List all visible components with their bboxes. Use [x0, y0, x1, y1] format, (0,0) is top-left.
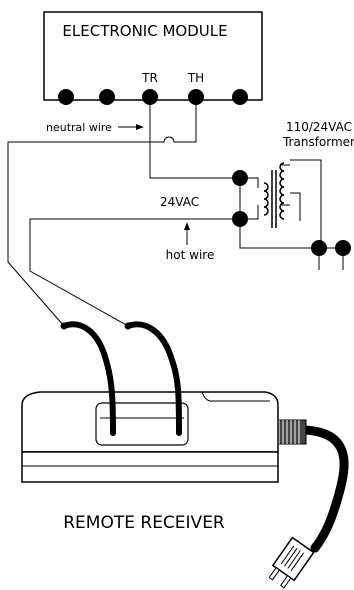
plug-grip-lines — [280, 545, 305, 572]
receiver-terminal-cover — [95, 402, 189, 446]
transformer-terminal-bottom — [232, 211, 248, 227]
transformer-label-line2: Transformer — [282, 135, 354, 149]
remote-receiver — [21, 391, 279, 483]
terminal-th-label: TH — [187, 71, 204, 85]
receiver-lead-right — [125, 321, 182, 436]
module-terminal-tr — [142, 89, 158, 105]
receiver-ledge — [201, 391, 270, 402]
th-wire — [7, 105, 197, 327]
vac24-label: 24VAC — [160, 195, 199, 209]
module-terminal-th — [188, 89, 204, 105]
hot-wire-label: hot wire — [166, 248, 215, 262]
module-terminal-5 — [232, 89, 248, 105]
module-title: ELECTRONIC MODULE — [62, 22, 227, 40]
plug-prong-1 — [268, 566, 281, 581]
transformer-secondary-coil — [263, 182, 269, 216]
transformer-symbol — [263, 162, 285, 228]
plug-body — [271, 536, 315, 582]
terminal-tr-label: TR — [141, 71, 158, 85]
receiver-label: REMOTE RECEIVER — [63, 513, 225, 533]
power-cord — [268, 419, 349, 589]
plug-prong-2 — [280, 575, 292, 589]
transformer-primary-coil — [279, 162, 285, 220]
primary-terminal-1 — [311, 240, 327, 256]
receiver-lead-right-end — [124, 322, 132, 330]
primary-terminal-2 — [335, 240, 351, 256]
neutral-wire-arrowhead — [136, 124, 144, 130]
transformer-lead-3 — [290, 159, 322, 248]
transformer-lead-4 — [290, 192, 301, 221]
transformer-terminal-top — [232, 170, 248, 186]
cord-cable — [295, 425, 349, 553]
module-terminal-1 — [58, 89, 74, 105]
primary-leads — [280, 164, 290, 206]
neutral-wire-label: neutral wire — [46, 121, 112, 134]
plug — [268, 536, 315, 589]
receiver-lead-left — [61, 321, 116, 436]
receiver-lead-left-end — [60, 322, 68, 330]
hot-wire — [29, 218, 240, 327]
receiver-base — [21, 451, 279, 483]
receiver-leads — [61, 321, 182, 436]
transformer-label-line1: 110/24VAC — [286, 120, 352, 134]
module-terminal-2 — [99, 89, 115, 105]
hot-wire-arrowhead — [184, 222, 190, 230]
electronic-module-box — [43, 11, 263, 101]
transformer-lead-1 — [239, 178, 344, 270]
neutral-wire — [149, 105, 238, 179]
strain-relief-ribs — [278, 420, 300, 444]
